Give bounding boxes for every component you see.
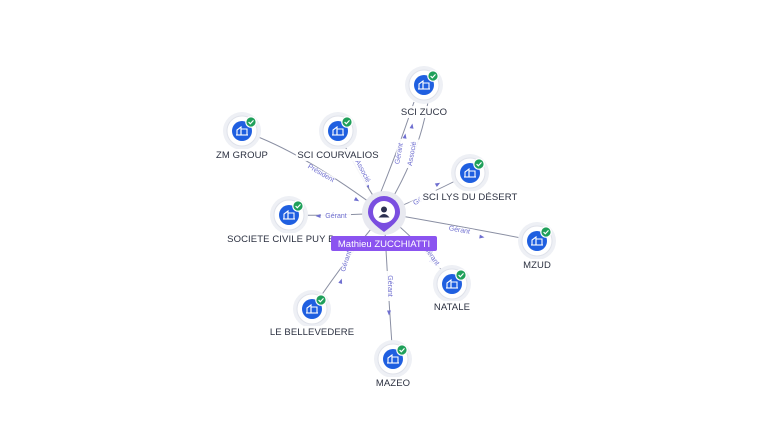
check-icon — [427, 70, 439, 82]
edge-arrow-icon — [434, 182, 441, 187]
person-name-badge — [331, 236, 437, 251]
company-label: SCI COURVALIOS — [297, 150, 378, 161]
edge-arrow-icon — [402, 133, 407, 139]
company-label: SOCIETE CIVILE PUY B... — [227, 234, 343, 245]
company-node-societe-civile-puy[interactable]: SOCIETE CIVILE PUY B... — [217, 196, 353, 245]
edge-label: Président — [306, 163, 335, 184]
company-label-bg — [295, 149, 381, 161]
edge-label-bg — [321, 213, 351, 221]
building-icon — [531, 235, 543, 246]
company-label: SCI ZUCO — [401, 107, 447, 118]
company-label-bg — [522, 259, 552, 271]
company-label-bg — [269, 326, 355, 338]
check-icon — [245, 116, 257, 128]
company-label-bg — [217, 233, 353, 245]
edge-arrow-icon — [479, 234, 485, 239]
company-node-mzud[interactable]: MZUD — [518, 222, 556, 271]
person-icon — [378, 206, 390, 218]
company-label: MAZEO — [376, 378, 410, 389]
edge-label-bg — [393, 138, 407, 170]
company-node-zm-group[interactable]: ZM GROUP — [216, 112, 268, 161]
edge-arrow-icon — [409, 123, 414, 129]
company-node-sci-lys[interactable]: SCI LYS DU DÉSERT — [419, 154, 521, 203]
company-node-mazeo[interactable]: MAZEO — [374, 340, 412, 389]
edge-arrow-icon — [315, 214, 321, 218]
check-icon — [292, 200, 304, 212]
building-icon — [283, 209, 295, 220]
building-icon — [418, 79, 430, 90]
edge-label: Gérant — [448, 225, 470, 236]
check-icon — [540, 226, 552, 238]
edge-label: Gérant — [394, 143, 405, 165]
check-icon — [396, 344, 408, 356]
edge-label-bg — [406, 138, 420, 170]
company-node-natale[interactable]: NATALE — [432, 265, 472, 313]
edge-label: Associé — [407, 141, 418, 166]
company-label-bg — [398, 106, 450, 118]
company-node-sci-zuco[interactable]: SCI ZUCO — [398, 66, 450, 118]
company-label: SCI LYS DU DÉSERT — [423, 192, 518, 203]
edge-label-bg — [443, 224, 475, 238]
check-icon — [455, 269, 467, 281]
company-label-bg — [216, 149, 268, 161]
building-icon — [236, 125, 248, 136]
company-label: ZM GROUP — [216, 150, 268, 161]
edge-arrow-icon — [387, 310, 391, 316]
check-icon — [315, 294, 327, 306]
company-label: MZUD — [523, 260, 551, 271]
edge-label-bg — [351, 156, 373, 187]
edge-label-bg — [338, 246, 356, 278]
building-icon — [306, 303, 318, 314]
edge-arrow-icon — [338, 278, 343, 284]
company-label: NATALE — [434, 302, 470, 313]
company-label-bg — [376, 377, 410, 389]
company-label: LE BELLEVEDERE — [270, 327, 354, 338]
edge-label-bg — [305, 163, 336, 186]
edge-label-bg — [385, 271, 393, 301]
company-label-bg — [419, 191, 521, 203]
edge-label: Gérant — [325, 213, 346, 220]
company-node-sci-courvalios[interactable]: SCI COURVALIOS — [295, 112, 381, 161]
building-icon — [332, 125, 344, 136]
check-icon — [341, 116, 353, 128]
edge-arrow-icon — [353, 197, 360, 202]
person-name: Mathieu ZUCCHIATTI — [338, 239, 430, 250]
person-node[interactable]: Mathieu ZUCCHIATTI — [331, 191, 437, 251]
building-icon — [387, 353, 399, 364]
nodes-layer: ZM GROUP SCI COURVALIOS SCI ZUCO SCI LYS DU… — [216, 66, 556, 389]
company-label-bg — [432, 301, 472, 313]
building-icon — [464, 167, 476, 178]
building-icon — [446, 278, 458, 289]
edge-label: Gérant — [386, 275, 393, 296]
company-node-le-bellevedere[interactable]: LE BELLEVEDERE — [269, 290, 355, 338]
check-icon — [473, 158, 485, 170]
